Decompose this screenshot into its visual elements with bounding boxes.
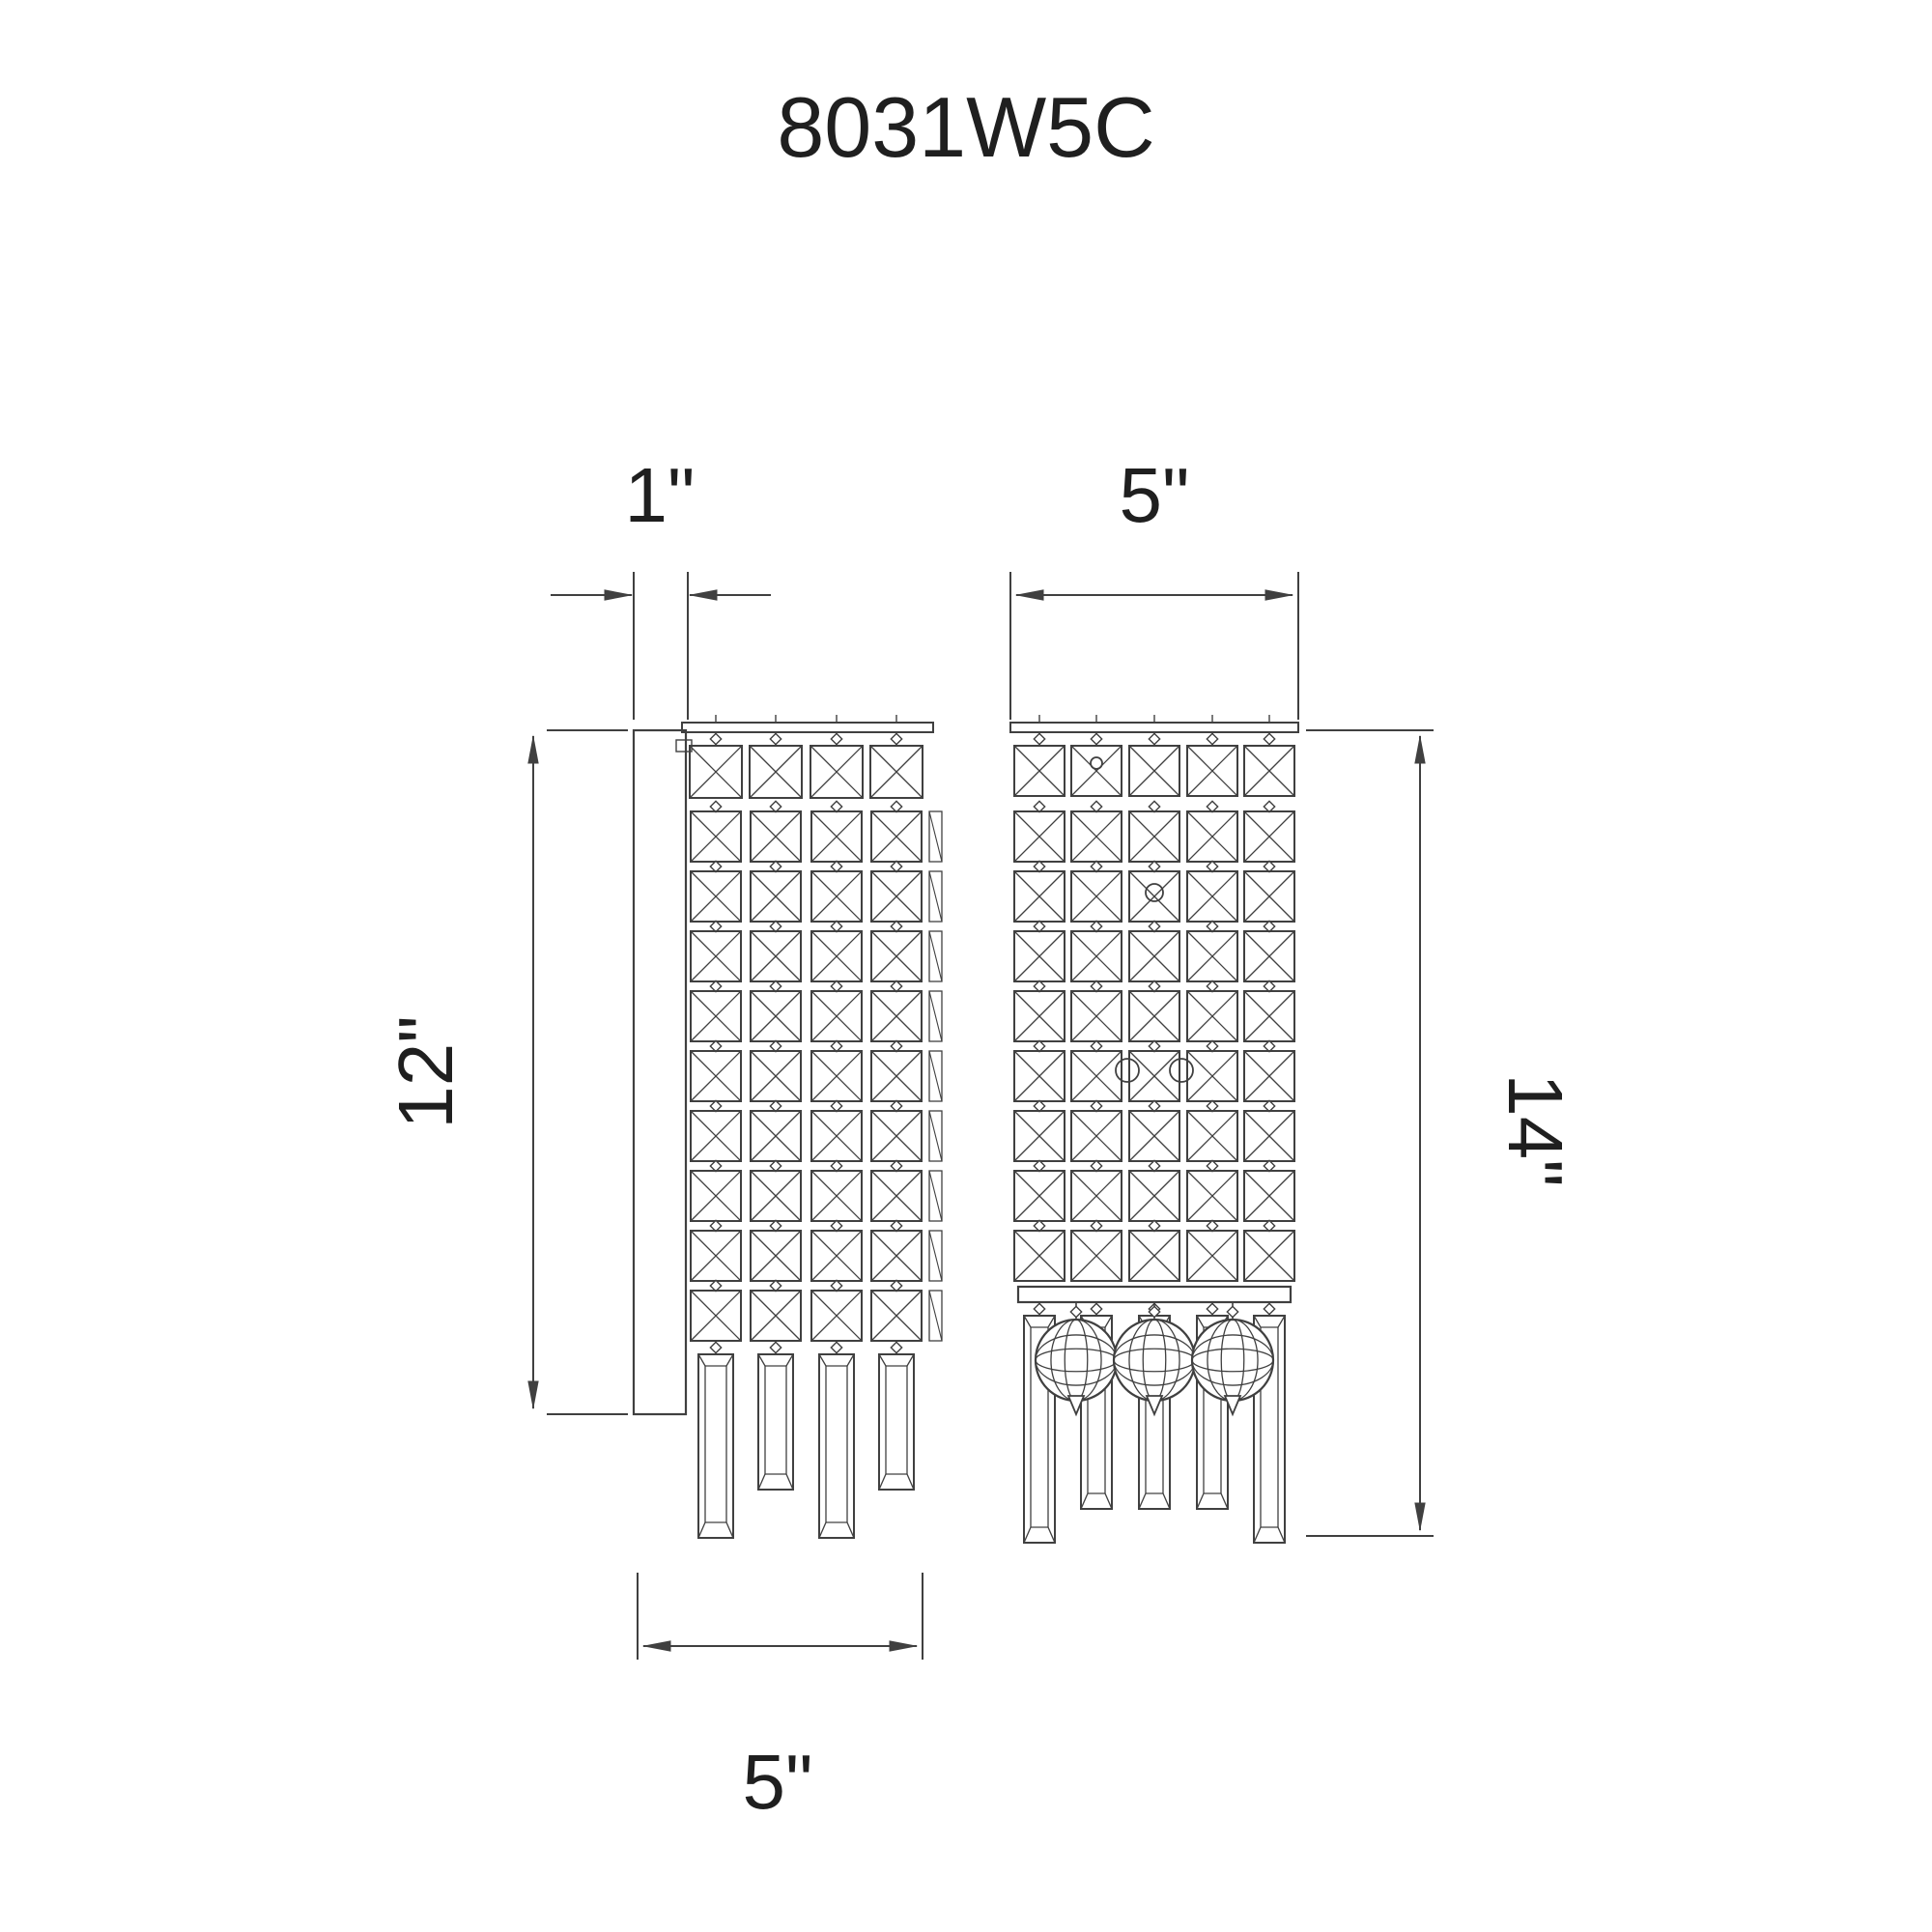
dimension-side-height-label: 12"	[383, 1015, 469, 1128]
dimension-overall-height: 14"	[1306, 729, 1578, 1537]
dimension-front-width: 5"	[1009, 452, 1299, 720]
drawing-title: 8031W5C	[777, 79, 1154, 175]
side-view	[632, 715, 943, 1539]
front-view	[1009, 715, 1299, 1544]
dimension-side-width: 5"	[637, 1573, 923, 1825]
dimension-side-height: 12"	[383, 729, 628, 1415]
dimension-front-width-label: 5"	[1120, 452, 1190, 538]
dimension-mount-depth-label: 1"	[625, 452, 696, 538]
dimension-overall-height-label: 14"	[1492, 1073, 1578, 1186]
dimension-side-width-label: 5"	[743, 1739, 813, 1825]
dimension-mount-depth: 1"	[551, 452, 771, 720]
